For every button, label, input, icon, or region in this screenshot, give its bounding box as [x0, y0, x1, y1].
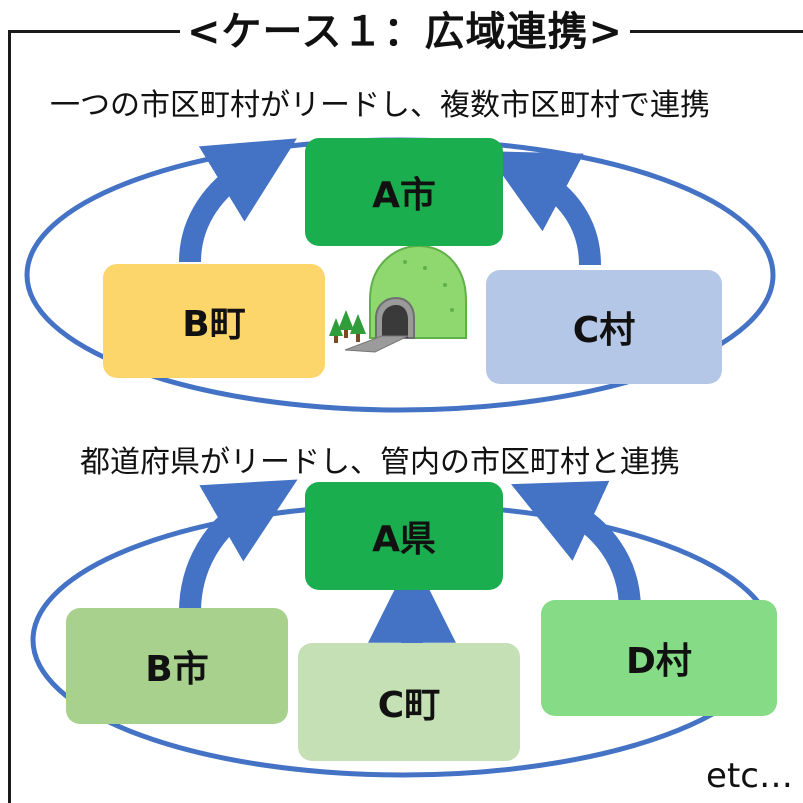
frame-top-right — [628, 30, 803, 33]
section1-arrow-left — [179, 138, 297, 263]
member-node-d-village: D村 — [541, 600, 777, 716]
member-node-c-village: C村 — [486, 270, 722, 384]
member-node-c-town: C町 — [298, 643, 520, 761]
section2-arrow-left — [179, 479, 298, 613]
etc-note: etc… — [706, 756, 793, 796]
lead-node-a-prefecture: A県 — [305, 482, 503, 590]
lead-node-a-city: A市 — [305, 138, 503, 246]
frame-top-left — [8, 30, 183, 33]
member-node-b-city: B市 — [66, 608, 288, 724]
section1-caption: 一つの市区町村がリードし、複数市区町村で連携 — [50, 88, 710, 123]
section1-arrow-right — [485, 151, 601, 266]
section2-caption: 都道府県がリードし、管内の市区町村と連携 — [80, 445, 680, 480]
member-node-b-town: B町 — [103, 264, 325, 378]
page-title: <ケース１：広域連携> — [180, 4, 630, 60]
tunnel-illustration — [329, 244, 467, 353]
section2-arrow-right — [511, 480, 641, 611]
frame-left — [8, 30, 11, 803]
